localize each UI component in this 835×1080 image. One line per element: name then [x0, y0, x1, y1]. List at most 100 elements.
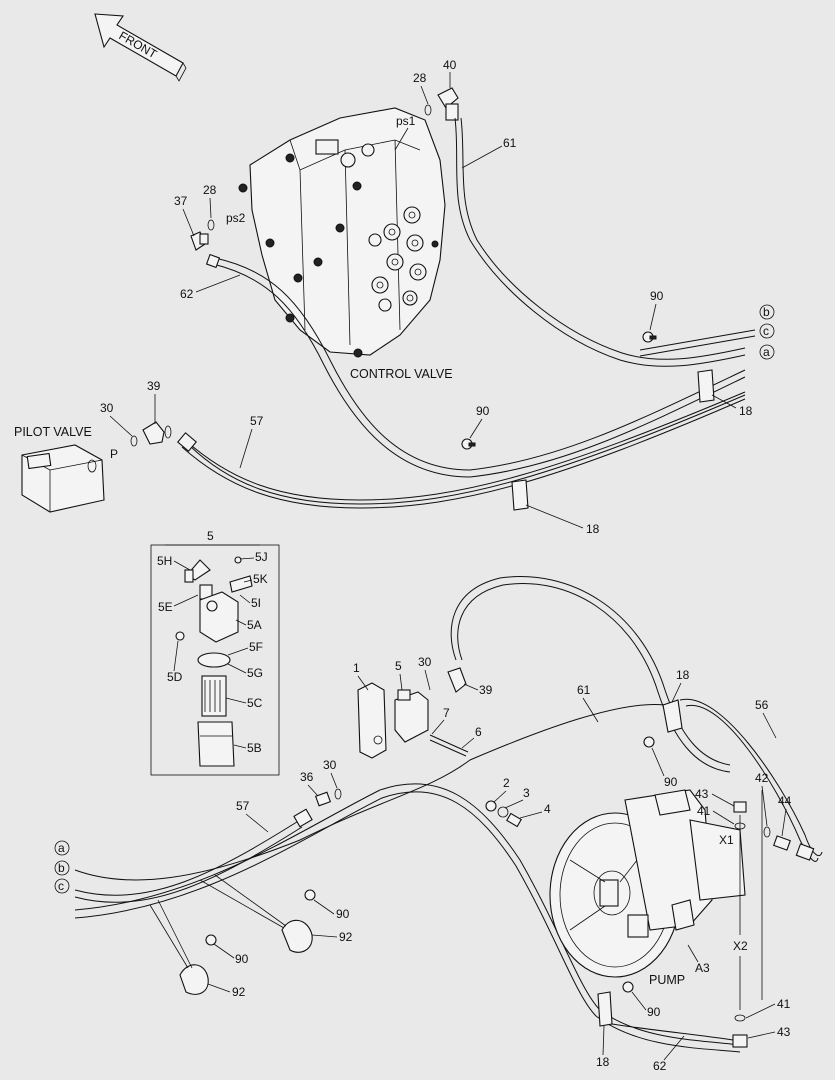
bolt-90-top: [642, 331, 657, 343]
callout-c5I: 5I: [251, 596, 261, 610]
callout-c18-top: 18: [739, 404, 753, 418]
callout-c61-bottom: 61: [577, 683, 591, 697]
port-a3-label: A3: [695, 961, 710, 975]
callout-top-c: c: [763, 324, 769, 338]
line-filter-assembly: [357, 667, 467, 759]
callout-c5D: 5D: [167, 670, 183, 684]
port-p-label: P: [110, 447, 118, 461]
clamp-18-bottom: [662, 699, 683, 733]
bolt-90-pump: [622, 981, 634, 993]
callout-c57-top: 57: [250, 414, 264, 428]
callout-c18-mid: 18: [586, 522, 600, 536]
callout-top-a: a: [763, 345, 770, 359]
filter-kit-box: 5: [150, 529, 280, 776]
callout-c5E: 5E: [158, 600, 173, 614]
bolt-4: [506, 812, 522, 828]
callout-bottom-c: c: [58, 879, 64, 893]
callout-c43-upper: 43: [695, 787, 709, 801]
hose-62-top: [205, 253, 746, 478]
clamp-92-a: [281, 889, 316, 953]
ref-circle-bottom-c: c: [54, 878, 70, 894]
callout-c18-pump: 18: [596, 1055, 610, 1069]
ref-circle-top-c: c: [759, 323, 775, 339]
callout-c6: 6: [475, 725, 482, 739]
clamp-92-b: [179, 934, 217, 995]
callout-c36: 36: [300, 770, 314, 784]
ref-circle-bottom-a: a: [54, 840, 70, 856]
callout-c39-mid: 39: [479, 683, 493, 697]
callout-c90-top: 90: [650, 289, 664, 303]
o-ring-30-bottom: [334, 788, 342, 800]
callout-c92-clamp2: 92: [232, 985, 246, 999]
plug-2: [485, 800, 497, 812]
callout-c56: 56: [755, 698, 769, 712]
clamp-18-top: [697, 369, 715, 403]
callout-c5B: 5B: [247, 741, 262, 755]
elbow-fitting-37: [190, 231, 209, 251]
callout-c44: 44: [778, 794, 792, 808]
callout-c30-top: 30: [100, 401, 114, 415]
ref-circle-top-a: a: [759, 344, 775, 360]
o-ring-30-top: [130, 435, 138, 447]
hydraulic-pump: PUMP A3 X1 X2: [549, 789, 748, 987]
callout-c40: 40: [443, 58, 457, 72]
callout-c39-top: 39: [147, 379, 161, 393]
hose-57-bottom: [74, 808, 313, 903]
elbow-fitting-40: [437, 87, 459, 121]
washer-3: [497, 806, 509, 818]
front-direction-arrow: FRONT: [94, 13, 187, 82]
callout-c3: 3: [523, 786, 530, 800]
callout-c90-pump: 90: [647, 1005, 661, 1019]
callout-c5A: 5A: [247, 618, 262, 632]
pump-pilot-lines: [732, 790, 763, 1048]
hose-62-bottom: [611, 1023, 734, 1041]
callout-c90-clamp2: 90: [235, 952, 249, 966]
callout-c90-clamp1: 90: [336, 907, 350, 921]
fitting-36: [314, 791, 332, 807]
callout-c42: 42: [755, 771, 769, 785]
elbow-fitting-39-top: [142, 421, 172, 445]
port-ps2-label: ps2: [226, 211, 246, 225]
bolt-6: [429, 734, 469, 757]
callout-c5J: 5J: [255, 550, 268, 564]
pilot-valve-label: PILOT VALVE: [14, 425, 92, 439]
clamp-leader-lines: [149, 874, 287, 969]
bolt-90-mid: [461, 438, 476, 450]
callout-c62-top: 62: [180, 287, 194, 301]
callout-top-b: b: [763, 305, 770, 319]
control-valve-assembly: CONTROL VALVE ps1 ps2: [226, 107, 453, 381]
o-ring-28-top: [424, 104, 432, 116]
callout-c28-top: 28: [413, 71, 427, 85]
callout-c5C: 5C: [247, 696, 263, 710]
valve-port-array: [368, 206, 427, 312]
port-x2-label: X2: [733, 939, 748, 953]
callout-c1: 1: [353, 661, 360, 675]
ref-circle-top-b: b: [759, 304, 775, 320]
control-valve-label: CONTROL VALVE: [350, 367, 453, 381]
hose-group-to-pump: [74, 783, 741, 1053]
callout-c92-clamp1: 92: [339, 930, 353, 944]
callout-c30-mid: 30: [418, 655, 432, 669]
callout-c90-mid: 90: [476, 404, 490, 418]
callout-c5: 5: [395, 659, 402, 673]
callout-labels: 40 28 61 37 28 62 90 18 39 30 57 90 18 5…: [100, 58, 792, 1073]
callout-c30-bottom: 30: [323, 758, 337, 772]
callout-c57-bottom: 57: [236, 799, 250, 813]
clamp-18-pump: [597, 991, 613, 1027]
callout-c5K: 5K: [253, 572, 268, 586]
fitting-42-44: [763, 826, 815, 861]
bolt-90-low: [643, 736, 655, 748]
callout-c7: 7: [443, 706, 450, 720]
callout-bottom-a: a: [58, 841, 65, 855]
callout-c5G: 5G: [247, 666, 263, 680]
callout-c5H: 5H: [157, 554, 172, 568]
hose-57-top: [177, 391, 746, 509]
callout-bottom-b: b: [58, 861, 65, 875]
kit-number-label: 5: [207, 529, 214, 543]
clamp-18-mid: [511, 479, 529, 511]
callout-c90-low: 90: [664, 775, 678, 789]
callout-c2: 2: [503, 776, 510, 790]
callout-c41-upper: 41: [697, 804, 711, 818]
hose-61-top: [454, 117, 746, 367]
callout-c61-top: 61: [503, 136, 517, 150]
